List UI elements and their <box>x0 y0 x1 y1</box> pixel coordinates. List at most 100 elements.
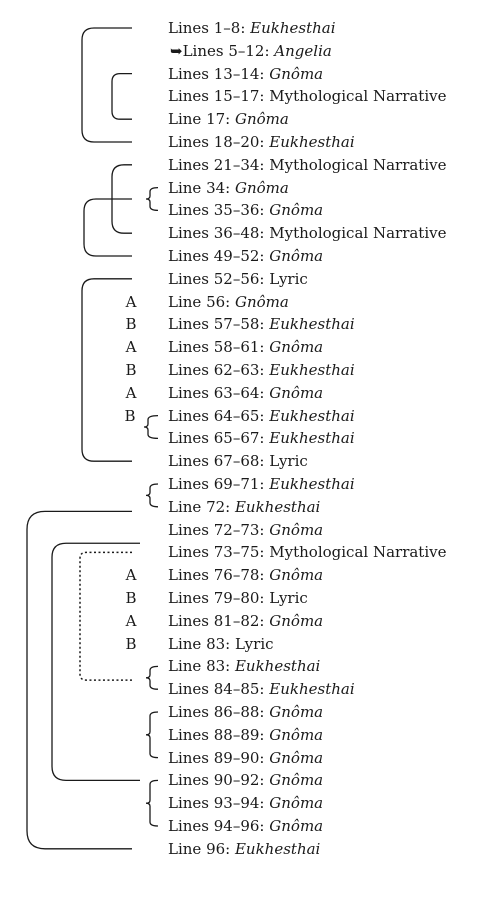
line-entry: Lines 90–92: Gnôma <box>168 770 323 790</box>
brace-lines-86-90 <box>145 711 159 759</box>
line-entry: Lines 36–48: Mythological Narrative <box>168 223 446 243</box>
pattern-letter: A <box>125 383 137 402</box>
genre-term: Gnôma <box>269 703 324 721</box>
line-range: Line 96: <box>168 839 235 858</box>
line-entry: Lines 86–88: Gnôma <box>168 702 323 722</box>
line-entry: Line 34: Gnôma <box>168 178 289 198</box>
line-entry: Lines 52–56: Lyric <box>168 269 308 289</box>
line-range: Lines 36–48: <box>168 224 270 243</box>
line-entry: Line 96: Eukhesthai <box>168 839 320 859</box>
bracket-lines-34-52 <box>83 198 132 257</box>
genre-term: Gnôma <box>269 611 324 630</box>
genre-term: Eukhesthai <box>269 406 355 425</box>
brace-lines-69-72 <box>145 483 159 508</box>
line-range: Lines 52–56: <box>168 269 270 288</box>
line-entry: Lines 69–71: Eukhesthai <box>168 474 355 494</box>
pattern-letter: B <box>125 589 137 607</box>
genre-term: Gnôma <box>269 247 324 265</box>
line-entry: Lines 89–90: Gnôma <box>168 748 323 768</box>
pattern-letter: A <box>125 611 137 630</box>
genre-term: Lyric <box>234 634 274 653</box>
line-entry: Lines 76–78: Gnôma <box>168 565 323 585</box>
line-range: Lines 35–36: <box>168 201 270 220</box>
line-range: Line 56: <box>168 292 235 311</box>
line-range: Lines 90–92: <box>168 771 270 790</box>
line-entry: Lines 84–85: Eukhesthai <box>168 679 355 699</box>
line-entry: Lines 57–58: Eukhesthai <box>168 314 355 334</box>
line-range: Lines 93–94: <box>168 794 270 813</box>
line-entry: Line 83: Lyric <box>168 634 274 654</box>
brace-lines-64-67 <box>143 414 159 440</box>
line-entry: Lines 67–68: Lyric <box>168 451 308 471</box>
line-entry: Lines 49–52: Gnôma <box>168 246 323 266</box>
genre-term: Eukhesthai <box>234 657 321 676</box>
line-range: Lines 94–96: <box>168 817 270 835</box>
line-entry: Lines 63–64: Gnôma <box>168 383 323 403</box>
genre-term: Mythological Narrative <box>269 543 447 562</box>
genre-term: Gnôma <box>269 817 324 835</box>
genre-term: Eukhesthai <box>269 429 355 448</box>
line-range: Lines 72–73: <box>168 520 270 539</box>
line-range: Lines 64–65: <box>168 406 270 425</box>
genre-term: Mythological Narrative <box>269 224 447 243</box>
line-entry: Lines 21–34: Mythological Narrative <box>168 155 446 175</box>
line-entry: Lines 18–20: Eukhesthai <box>168 132 355 152</box>
brace-lines-90-96 <box>145 779 159 827</box>
line-range: Lines 88–89: <box>168 725 270 744</box>
line-range: Lines 67–68: <box>168 452 270 471</box>
line-entry: Lines 88–89: Gnôma <box>168 725 323 745</box>
genre-term: Gnôma <box>269 725 324 744</box>
line-entry: Line 72: Eukhesthai <box>168 497 320 517</box>
line-range: Lines 63–64: <box>168 383 270 402</box>
line-range: Lines 84–85: <box>168 680 270 699</box>
line-entry: Lines 94–96: Gnôma <box>168 816 323 836</box>
line-entry: ➥Lines 5–12: Angelia <box>170 41 332 61</box>
line-range: Lines 62–63: <box>168 361 270 379</box>
line-entry: Lines 15–17: Mythological Narrative <box>168 86 446 106</box>
pattern-letter: B <box>125 315 137 334</box>
genre-term: Gnôma <box>269 201 324 220</box>
genre-term: Eukhesthai <box>269 680 355 699</box>
line-entry: Lines 65–67: Eukhesthai <box>168 428 355 448</box>
line-range: Lines 18–20: <box>168 133 270 151</box>
line-range: Lines 21–34: <box>168 155 270 174</box>
genre-term: Eukhesthai <box>234 839 321 858</box>
dotted-bracket-lines-73-83 <box>79 551 132 681</box>
genre-term: Gnôma <box>269 383 324 402</box>
line-range: Lines 1–8: <box>168 19 251 37</box>
genre-term: Eukhesthai <box>269 315 355 334</box>
pattern-letter: B <box>125 634 137 653</box>
line-range: Lines 69–71: <box>168 475 270 493</box>
genre-term: Gnôma <box>269 771 324 790</box>
line-range: Line 72: <box>168 497 235 516</box>
genre-term: Lyric <box>269 589 308 607</box>
line-range: Lines 73–75: <box>168 543 270 562</box>
pattern-letter: A <box>125 338 137 357</box>
bracket-lines-13-17 <box>111 72 132 120</box>
genre-term: Gnôma <box>269 566 324 585</box>
genre-term: Eukhesthai <box>269 133 355 151</box>
line-entry: Lines 62–63: Eukhesthai <box>168 360 355 380</box>
genre-term: Angelia <box>274 41 332 60</box>
genre-term: Eukhesthai <box>234 497 321 516</box>
line-entry: Lines 73–75: Mythological Narrative <box>168 542 446 562</box>
line-range: Line 83: <box>168 657 235 676</box>
line-range: Line 17: <box>168 110 235 129</box>
genre-term: Gnôma <box>269 64 324 83</box>
line-entry: Lines 64–65: Eukhesthai <box>168 406 355 426</box>
line-range: Lines 58–61: <box>168 338 270 357</box>
line-entry: Lines 81–82: Gnôma <box>168 611 323 631</box>
line-range: Lines 81–82: <box>168 611 270 630</box>
genre-term: Eukhesthai <box>250 19 336 37</box>
line-range: Lines 57–58: <box>168 315 270 334</box>
line-entry: Lines 13–14: Gnôma <box>168 64 323 84</box>
line-range: Lines 79–80: <box>168 589 270 607</box>
genre-term: Gnôma <box>234 110 289 129</box>
line-entry: Lines 58–61: Gnôma <box>168 337 323 357</box>
bracket-lines-72-92 <box>51 542 140 782</box>
line-range: Lines 86–88: <box>168 703 270 721</box>
brace-lines-83-85 <box>145 665 159 690</box>
line-range: Line 83: <box>168 634 235 653</box>
line-entry: Lines 1–8: Eukhesthai <box>168 18 336 38</box>
line-range: Lines 15–17: <box>168 87 270 106</box>
